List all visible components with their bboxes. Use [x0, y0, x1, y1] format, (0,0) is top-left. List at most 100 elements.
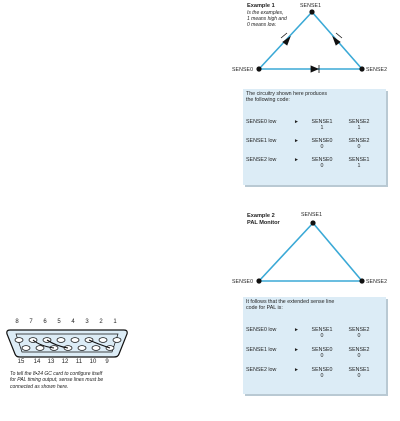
pin-number-2: 2 [99, 319, 103, 325]
example1-node-label-sense0: SENSE0 [232, 67, 254, 73]
example2-subtitle: PAL Monitor [247, 220, 280, 226]
connector-caption-line-3: connected as shown here. [10, 383, 69, 390]
example2-row-1-col-2: SENSE2 0 [346, 327, 372, 339]
example1-row-3-arrow-icon: ► [294, 157, 299, 163]
example1-row-2-col-2: SENSE2 0 [346, 138, 372, 150]
example1-row-2-col-1-line: SENSE0 [311, 138, 333, 144]
pin-number-6: 6 [43, 319, 47, 325]
example2-panel-intro: It follows that the extended sense line … [246, 299, 334, 311]
example2-row-1-col-2-value: 0 [357, 333, 361, 340]
example1-note-line-3: 0 means low. [247, 22, 277, 28]
pin-number-9: 9 [105, 359, 109, 365]
pin-number-1: 1 [113, 319, 117, 325]
example1-note: Is the examples, 1 means high and 0 mean… [247, 10, 287, 28]
example2-edge-left [258, 222, 314, 282]
pin-number-8: 8 [15, 319, 19, 325]
example2-panel-intro-line-1: It follows that the extended sense line [246, 299, 335, 305]
example1-row-1-col-1: SENSE1 1 [309, 119, 335, 131]
pin-number-12: 12 [61, 359, 69, 365]
example1-row-3-col-2-line: SENSE1 [348, 157, 370, 163]
example2-row-3-arrow-icon: ► [294, 367, 299, 373]
example2-row-2-col-1: SENSE0 0 [309, 347, 335, 359]
example1-row-2-col-2-line: SENSE2 [348, 138, 370, 144]
example1-row-2-col-1-value: 0 [320, 144, 324, 151]
example1-row-2-label: SENSE1 low [246, 138, 277, 144]
pin-number-14: 14 [33, 359, 41, 365]
example1-row-1-label: SENSE0 low [246, 119, 277, 125]
example1-row-1-col-2: SENSE2 1 [346, 119, 372, 131]
example2-row-3-col-2: SENSE1 0 [346, 367, 372, 379]
connector-caption-line-2: for PAL timing output, sense lines must … [10, 377, 104, 384]
example1-row-1-col-1-line: SENSE1 [311, 119, 333, 125]
example1-node-label-sense1: SENSE1 [300, 3, 322, 9]
example2-row-2-col-2-value: 0 [357, 353, 361, 360]
example2-node-label-sense0: SENSE0 [232, 279, 254, 285]
example1-row-1-col-2-value: 1 [357, 125, 361, 132]
example2-edge-right [312, 222, 363, 282]
example1-title: Example 1 [247, 3, 275, 9]
example2-row-3-col-2-value: 0 [357, 373, 361, 380]
example2-title: Example 2 [247, 213, 275, 219]
example2-node-sense0 [256, 278, 262, 284]
example1-note-line-1: Is the examples, [247, 10, 284, 16]
example2-row-1-label: SENSE0 low [246, 327, 277, 333]
example1-row-2-col-2-value: 0 [357, 144, 361, 151]
example1-row-2-arrow-icon: ► [294, 138, 299, 144]
example1-row-3-label: SENSE2 low [246, 157, 277, 163]
example1-row-1-col-2-line: SENSE2 [348, 119, 370, 125]
example2-code-panel: It follows that the extended sense line … [243, 297, 386, 394]
example1-row-3-col-1: SENSE0 0 [309, 157, 335, 169]
example2-row-1-arrow-icon: ► [294, 327, 299, 333]
example2-node-sense1 [310, 220, 316, 226]
example2-row-2-col-2-line: SENSE2 [348, 347, 370, 353]
example2-row-1-col-2-line: SENSE2 [348, 327, 370, 333]
example2-row-2-col-2: SENSE2 0 [346, 347, 372, 359]
example2-panel-intro-line-2: code for PAL is: [246, 305, 283, 312]
example1-diode-right-icon [332, 35, 341, 46]
example1-row-3-col-2-value: 1 [357, 163, 361, 170]
example2-row-3-col-2-line: SENSE1 [348, 367, 370, 373]
pin-number-4: 4 [71, 319, 75, 325]
connector-caption-line-1: To tell the 8•24 GC card to configure it… [10, 371, 103, 377]
example2-row-2-label: SENSE1 low [246, 347, 277, 353]
example2-row-1-col-1: SENSE1 0 [309, 327, 335, 339]
example2-row-2-col-1-value: 0 [320, 353, 324, 360]
example2-node-label-sense1: SENSE1 [301, 212, 323, 218]
example2-node-label-sense2: SENSE2 [366, 279, 388, 285]
example1-node-label-sense2: SENSE2 [366, 67, 388, 73]
example1-diode-left-icon [282, 35, 291, 46]
example1-node-sense0 [256, 66, 262, 72]
example2-row-1-col-1-value: 0 [320, 333, 324, 340]
example1-code-panel: The circuitry shown here produces the fo… [243, 89, 386, 185]
pin-number-10: 10 [89, 359, 97, 365]
pin-number-15: 15 [17, 359, 25, 365]
example2-row-2-col-1-line: SENSE0 [311, 347, 333, 353]
connector-caption: To tell the 8•24 GC card to configure it… [10, 371, 145, 390]
example2-row-3-col-1-value: 0 [320, 373, 324, 380]
pin-number-13: 13 [47, 359, 55, 365]
pin-number-11: 11 [75, 359, 83, 365]
pin-number-7: 7 [29, 319, 33, 325]
example2-row-1-col-1-line: SENSE1 [311, 327, 333, 333]
example2-row-3-col-1-line: SENSE0 [311, 367, 333, 373]
pin-number-3: 3 [85, 319, 89, 325]
example1-row-3-col-1-value: 0 [320, 163, 324, 170]
example1-row-3-col-2: SENSE1 1 [346, 157, 372, 169]
example1-diode-bottom-icon [310, 65, 320, 73]
example2-row-3-col-1: SENSE0 0 [309, 367, 335, 379]
example1-note-line-2: 1 means high and [247, 16, 287, 22]
example1-row-1-arrow-icon: ► [294, 119, 299, 125]
example2-node-sense2 [359, 278, 365, 284]
example1-panel-intro-line-1: The circuitry shown here produces [246, 91, 327, 97]
example1-panel-intro: The circuitry shown here produces the fo… [246, 91, 327, 103]
pin-number-5: 5 [57, 319, 61, 325]
example2-row-2-arrow-icon: ► [294, 347, 299, 353]
example1-node-sense2 [359, 66, 365, 72]
example1-row-3-col-1-line: SENSE0 [311, 157, 333, 163]
example1-row-2-col-1: SENSE0 0 [309, 138, 335, 150]
example1-row-1-col-1-value: 1 [320, 125, 324, 132]
example2-row-3-label: SENSE2 low [246, 367, 277, 373]
